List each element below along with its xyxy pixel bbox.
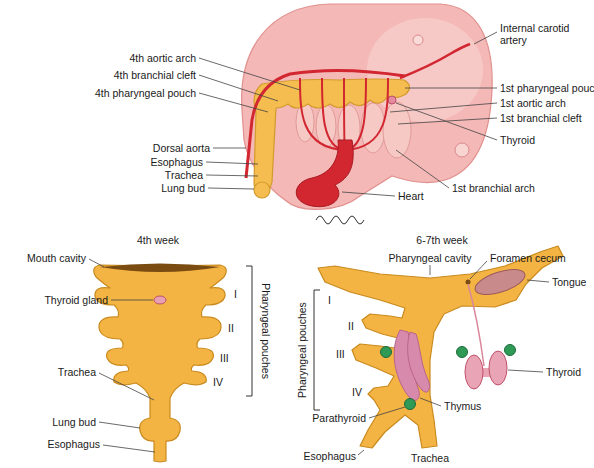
pouch-numeral: III [336,348,345,360]
leader-line [390,103,497,112]
part-label: 1st pharyngeal pouch [500,82,594,94]
pharynx-half [160,265,226,462]
leader-line [405,88,497,89]
leader-line [398,118,497,124]
tongue [472,264,528,299]
part-label: 4th aortic arch [129,52,196,64]
leader-line [199,93,268,112]
parathyroid [505,345,516,356]
part-label: Trachea [165,169,203,181]
leader-line [396,150,449,188]
leader-line [430,265,431,275]
part-label: Esophagus [150,156,203,168]
part-label: Pharyngeal cavity [389,252,472,264]
leader-line [199,58,300,90]
part-label: Esophagus [47,438,100,450]
leader-line [527,280,549,282]
part-label: Thyroid gland [44,294,108,306]
leader-line [208,188,254,189]
bracket [314,290,320,410]
part-label: Mouth cavity [27,252,86,264]
pouch-numeral: III [220,352,229,364]
aortic-arch [345,78,366,150]
thyroid-lobe [489,351,507,385]
part-label: Heart [398,190,424,202]
parathyroid [405,399,416,410]
dorsal-aorta [246,70,405,178]
leader-line [358,450,364,455]
pouch-numeral: IV [213,376,223,388]
leader-line [213,148,246,149]
part-label: 4th pharyngeal pouch [95,87,196,99]
aortic-arch [345,78,388,150]
thymus [408,332,430,392]
leader-line [369,407,405,418]
aortic-arch [344,78,345,150]
part-label: Esophagus [303,450,356,462]
bracket-label: Pharyngeal pouches [260,283,272,379]
parathyroid [457,347,468,358]
part-label: Lung bud [52,416,96,428]
thyroglossal-duct [468,284,484,366]
leader-line [99,373,154,400]
leader-line [206,175,258,176]
pouch-numeral: II [348,320,354,332]
part-label: 4th branchial cleft [114,69,196,81]
leader-line [508,370,543,372]
pouch-numeral: I [234,288,237,300]
bracket [246,266,252,396]
head-region [367,18,483,122]
internal-carotid [400,44,470,78]
leader-line [111,300,153,301]
leader-line [420,398,441,406]
foramen-cecum [466,280,471,285]
leader-line [206,162,258,164]
part-label: Tongue [552,276,586,288]
aortic-arch [322,78,345,150]
thyroid-gland [154,296,166,304]
part-label: Lung bud [161,182,205,194]
pouch-numeral: II [228,322,234,334]
eye-bud [455,143,469,157]
part-label: Thyroid [546,366,581,378]
part-label: Foramen cecum [490,252,566,264]
leader-lines [89,32,549,455]
pouch-numeral: IV [352,386,362,398]
signature [316,216,364,224]
part-label: Trachea [411,452,449,464]
pouch-numeral: I [328,294,331,306]
part-label: 1st branchial arch [452,182,535,194]
panel-heading: 6-7th week [416,234,467,246]
part-label: Thyroid [500,134,535,146]
panel-heading: 4th week [137,234,179,246]
leader-line [474,32,497,44]
leader-line [103,445,155,452]
leader-line [99,422,140,428]
part-label: 1st branchial cleft [500,112,582,124]
bracket-label: Pharyngeal pouches [296,302,308,398]
week4-figure [94,264,252,463]
part-label: 1st aortic arch [500,97,566,109]
mouth-opening [100,264,220,273]
part-label: Trachea [58,366,96,378]
thyroid-lobe [465,355,483,389]
leader-line [396,103,497,140]
parathyroid [381,347,392,358]
otic-vesicle [413,35,423,45]
leader-line [199,75,278,101]
part-label: Internal carotid artery [500,22,588,46]
leader-line [89,259,104,267]
heart [296,140,353,207]
thyroid-bud [388,96,396,104]
lung-bud [254,182,270,198]
part-label: Dorsal aorta [153,142,210,154]
part-label: Thymus [444,400,481,412]
part-label: Parathyroid [312,412,366,424]
leader-line [470,261,487,279]
aortic-arch [300,78,345,150]
leader-line [342,192,395,196]
